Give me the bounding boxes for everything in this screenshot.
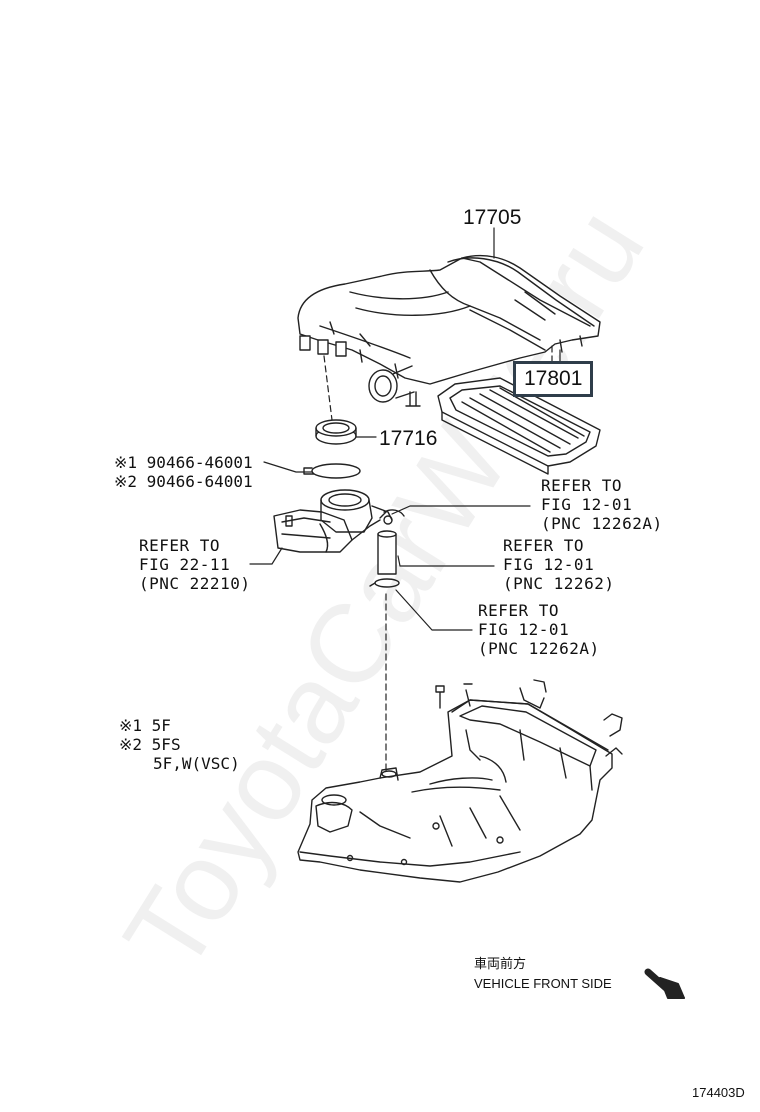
clamp-drawing — [303, 463, 361, 479]
intake-body-drawing — [273, 489, 393, 553]
direction-label-en: VEHICLE FRONT SIDE — [474, 976, 612, 991]
clamp-part-number-2[interactable]: ※2 90466-64001 — [114, 472, 253, 491]
ref-b-line1: REFER TO — [139, 536, 221, 555]
ref-d-line1: REFER TO — [478, 601, 560, 620]
ref-c-line3: (PNC 12262) — [503, 574, 615, 593]
ref-b-line3: (PNC 22210) — [139, 574, 251, 593]
ref-c-line1: REFER TO — [503, 536, 585, 555]
part-number-air-cleaner-cap[interactable]: 17705 — [463, 206, 522, 229]
ref-c-line2[interactable]: FIG 12-01 — [503, 555, 595, 574]
air-filter-element-drawing — [437, 377, 601, 475]
front-direction-arrow — [644, 968, 685, 999]
note-line2: ※2 5FS — [119, 735, 181, 754]
clamp-part-number-1[interactable]: ※1 90466-46001 — [114, 453, 253, 472]
ref-a-line2[interactable]: FIG 12-01 — [541, 495, 633, 514]
ref-a-line3: (PNC 12262A) — [541, 514, 663, 533]
lower-case-drawing — [297, 679, 623, 883]
air-cleaner-cap-drawing — [297, 254, 601, 407]
figure-id: 174403D — [692, 1085, 745, 1100]
ref-d-line2[interactable]: FIG 12-01 — [478, 620, 570, 639]
ref-d-line3: (PNC 12262A) — [478, 639, 600, 658]
part-number-gasket[interactable]: 17716 — [379, 427, 438, 450]
hose-drawing — [369, 509, 405, 588]
note-line3: 5F,W(VSC) — [153, 754, 240, 773]
ref-a-line1: REFER TO — [541, 476, 623, 495]
leader-lines — [249, 227, 561, 631]
ref-b-line2[interactable]: FIG 22-11 — [139, 555, 231, 574]
direction-label-jp: 車両前方 — [474, 957, 527, 972]
gasket-drawing — [315, 419, 357, 445]
note-line1: ※1 5F — [119, 716, 171, 735]
part-number-air-filter-element[interactable]: 17801 — [513, 361, 594, 397]
